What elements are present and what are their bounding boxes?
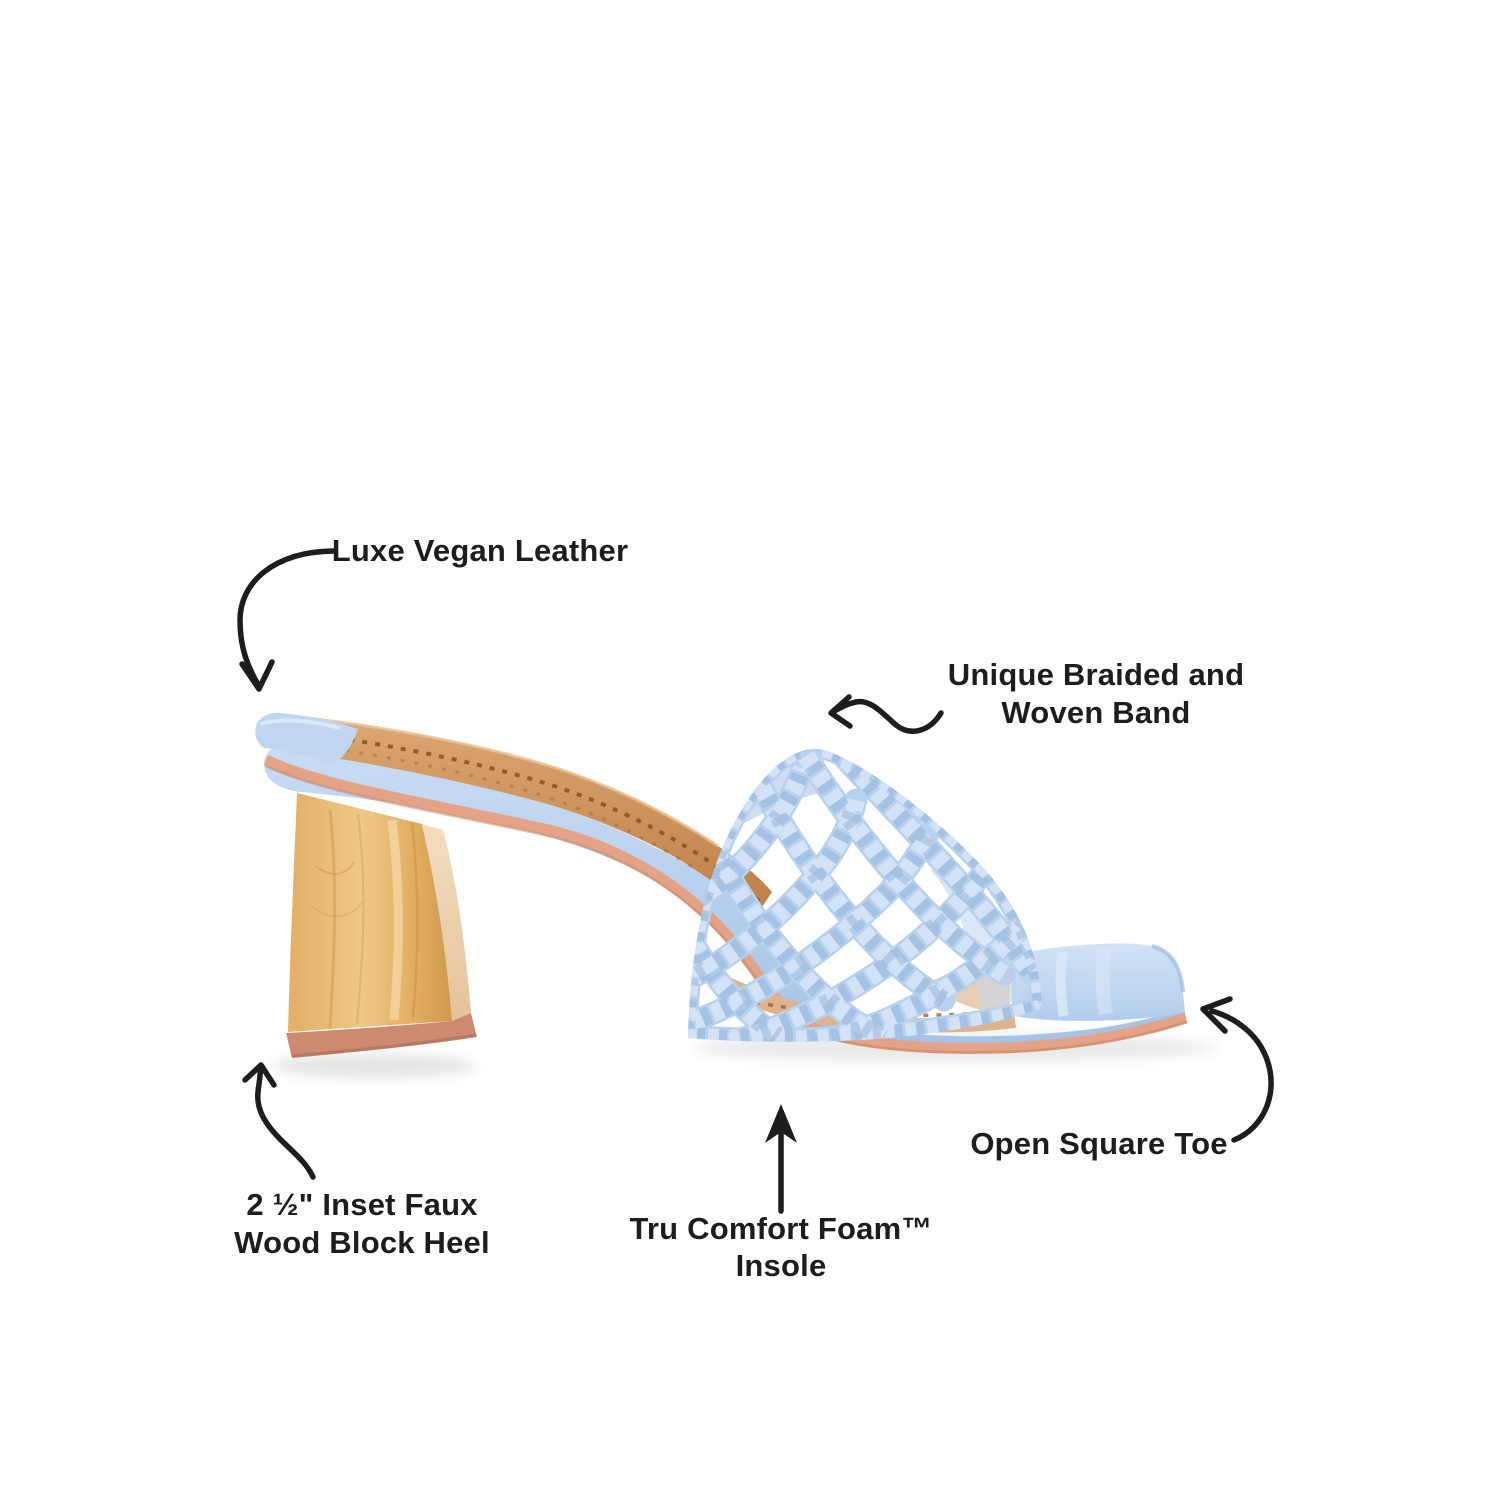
callout-insole-line1: Tru Comfort Foam™ xyxy=(629,1211,933,1246)
arrow-square-toe xyxy=(1200,996,1274,1143)
sole-footbed xyxy=(255,712,1188,1054)
open-square-toe xyxy=(1011,943,1185,1021)
callout-block-heel-label: 2 ½" Inset Faux Wood Block Heel xyxy=(234,1186,490,1262)
outsole-welt xyxy=(263,755,1188,1054)
insole-strip xyxy=(276,716,772,916)
callout-insole-label: Tru Comfort Foam™ Insole xyxy=(629,1210,932,1284)
arrow-insole xyxy=(765,1104,797,1214)
arrow-braided-band xyxy=(828,694,944,734)
callout-block-heel-line1: 2 ½" Inset Faux xyxy=(246,1187,478,1222)
callout-braided-band-label: Unique Braided and Woven Band xyxy=(948,656,1244,732)
callout-block-heel-line2: Wood Block Heel xyxy=(234,1225,490,1260)
callout-arrows xyxy=(237,548,1274,1214)
callout-vegan-leather-label: Luxe Vegan Leather xyxy=(331,533,629,568)
heel-cap xyxy=(286,1013,477,1058)
callout-braided-band-line1: Unique Braided and xyxy=(947,657,1245,692)
callout-braided-band-line2: Woven Band xyxy=(1001,695,1191,730)
arrow-vegan-leather xyxy=(237,548,336,692)
braided-woven-band xyxy=(686,748,1042,1046)
arrow-block-heel xyxy=(242,1062,316,1180)
callout-insole-line2: Insole xyxy=(735,1248,827,1283)
callout-square-toe-label: Open Square Toe xyxy=(970,1126,1228,1161)
wood-block-heel xyxy=(286,793,477,1058)
